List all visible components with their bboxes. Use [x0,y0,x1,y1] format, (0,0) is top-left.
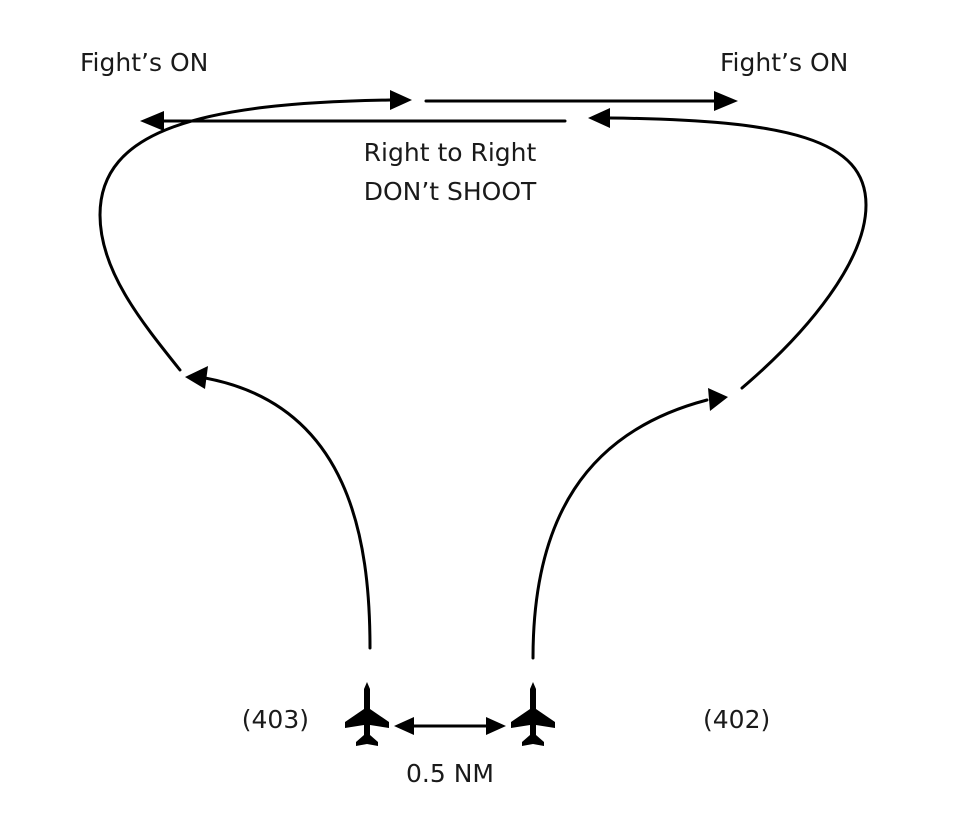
left-aircraft-upper-turn-arrow [98,90,412,372]
left-aircraft-id-label: (403) [242,705,309,734]
right-aircraft-lower-turn-arrow [531,388,728,660]
fights-on-left-label: Fight’s ON [80,48,208,77]
fighter-jet-icon [511,682,555,746]
separation-label: 0.5 NM [406,759,494,788]
arrow-top-right-pointing [424,91,738,111]
arrow-top-left-pointing [140,111,567,131]
right-aircraft-id-label: (402) [703,705,770,734]
separation-arrow [394,717,506,735]
right-to-right-label: Right to Right [364,138,537,167]
left-aircraft-lower-turn-arrow [185,366,372,650]
fighter-jet-icon [345,682,389,746]
dont-shoot-label: DON’t SHOOT [364,177,537,206]
fights-on-right-label: Fight’s ON [720,48,848,77]
right-aircraft-upper-turn-arrow [588,108,868,390]
